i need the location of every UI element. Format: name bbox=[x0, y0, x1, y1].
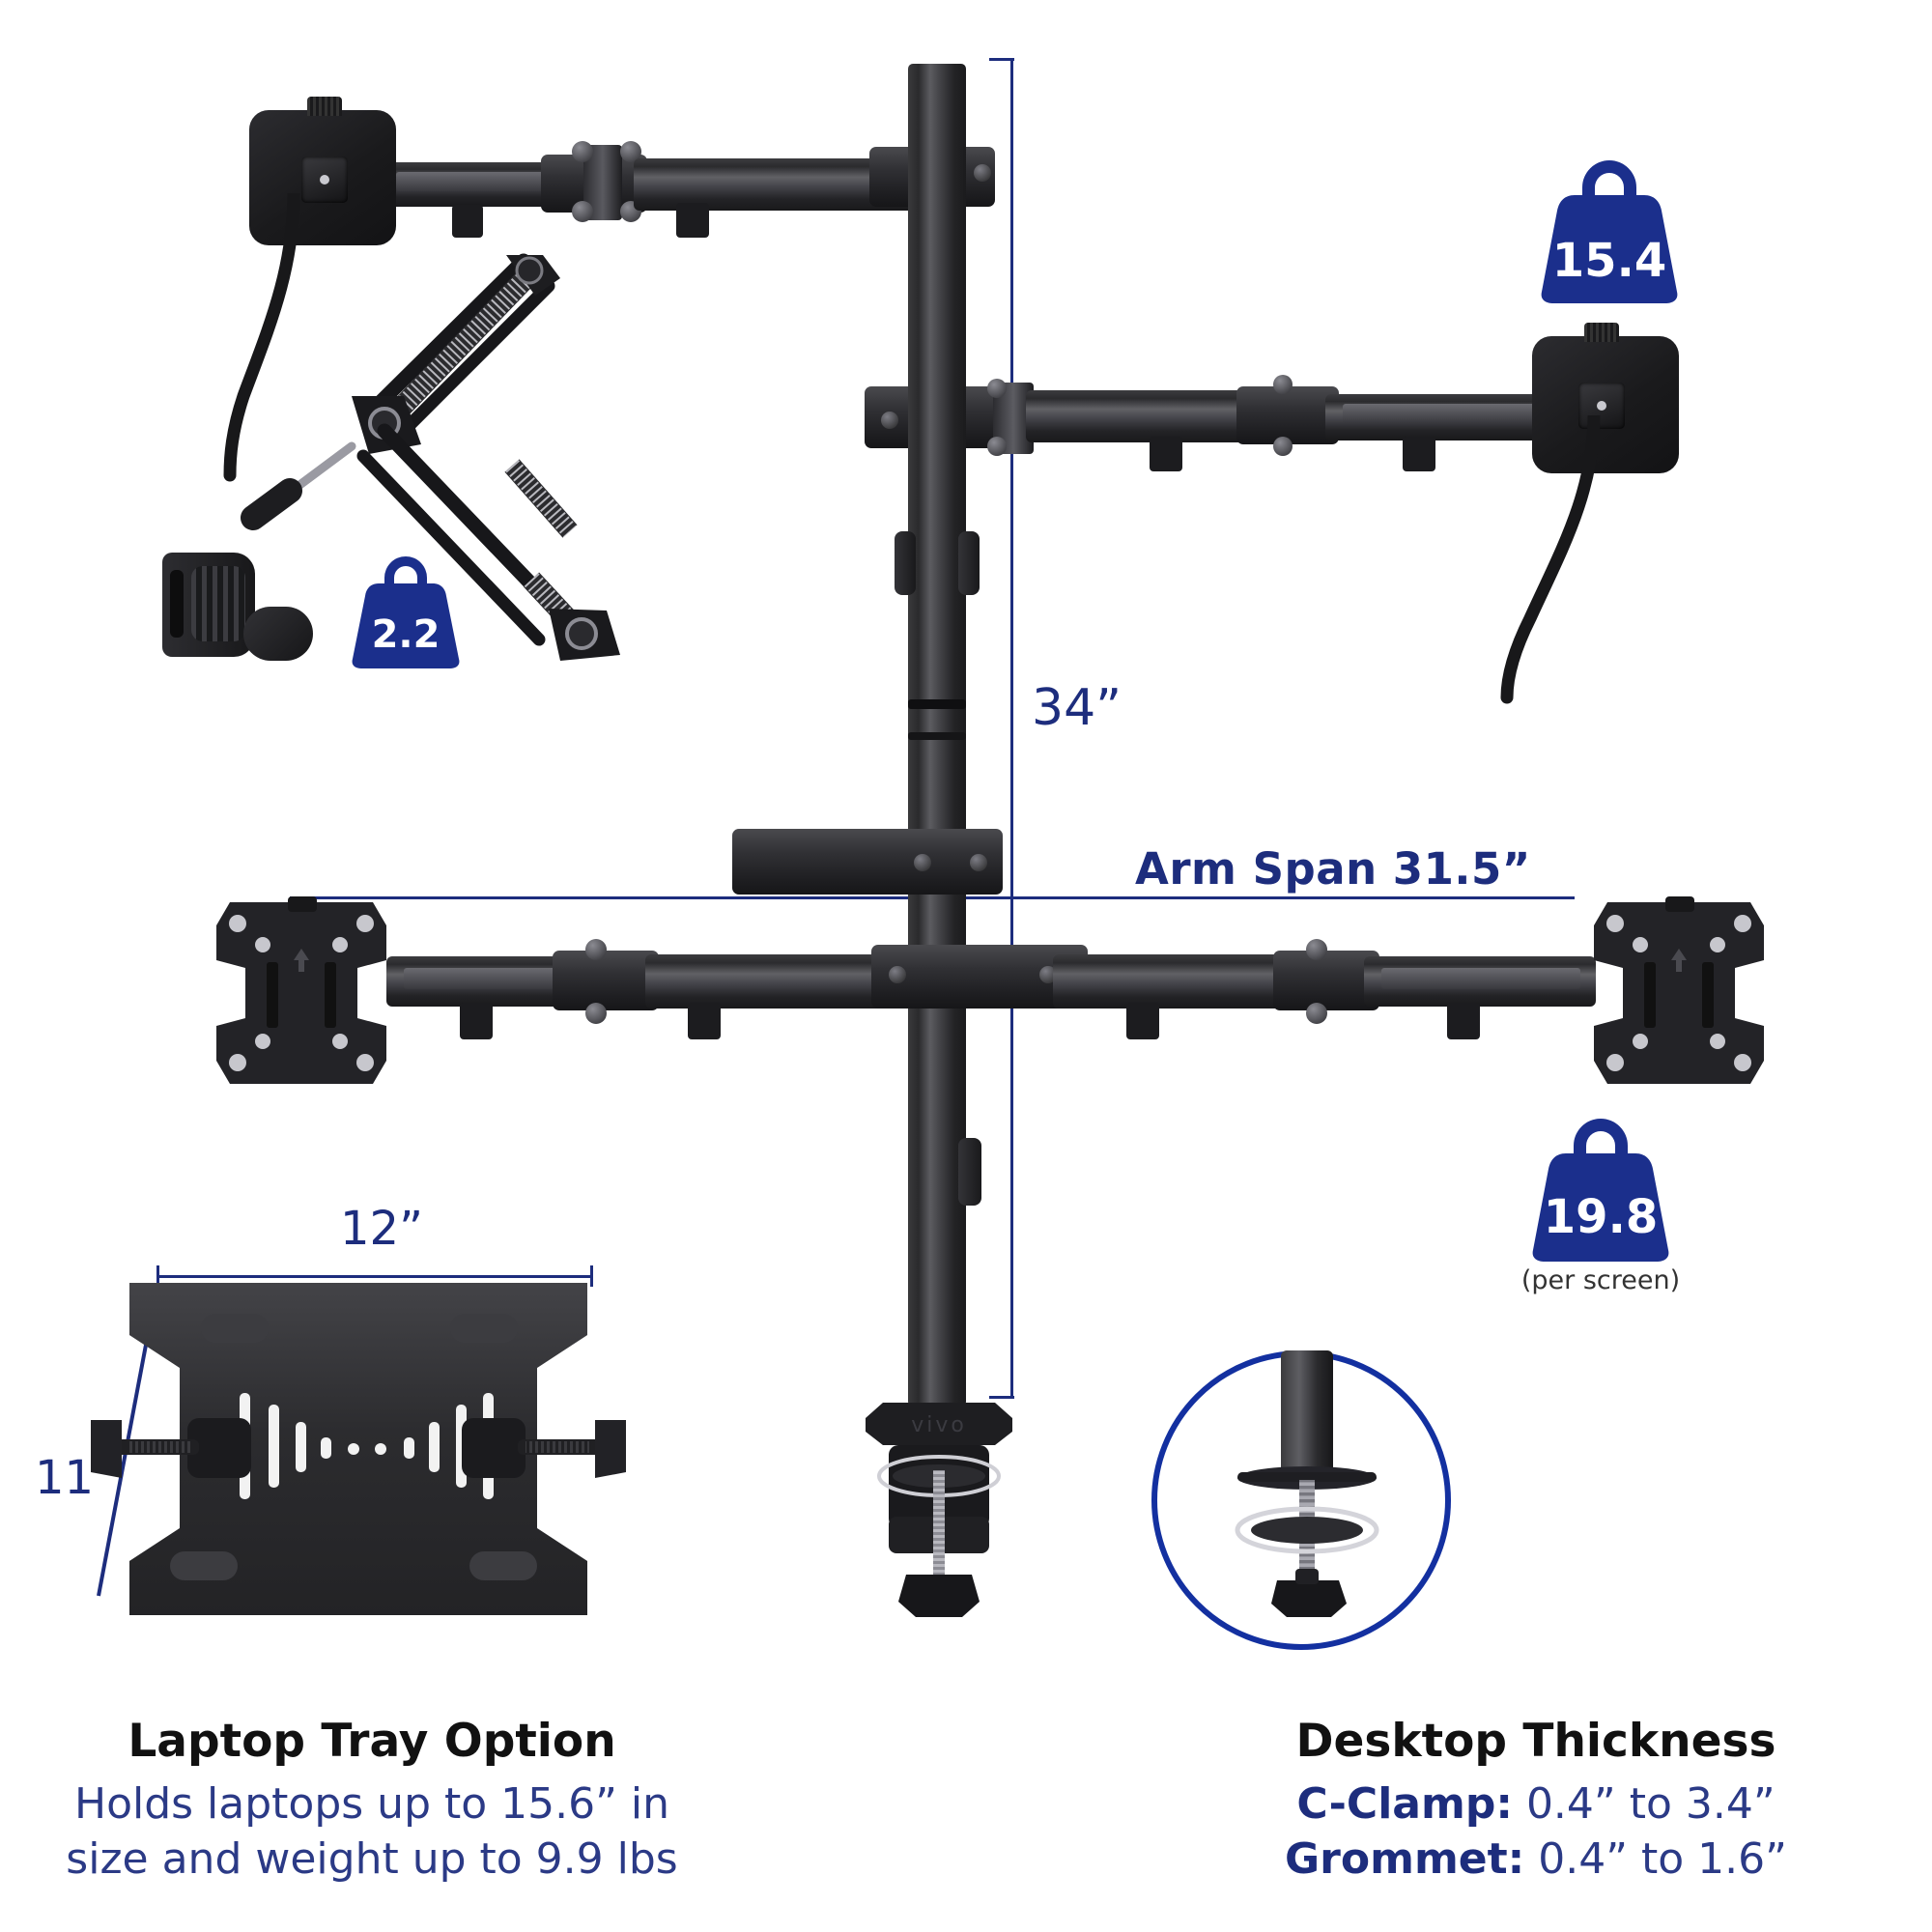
arm-segment-inner bbox=[1053, 954, 1294, 1009]
weight-badge-mic-arm: 2.2 bbox=[332, 547, 479, 670]
tray-width-tick-right bbox=[590, 1265, 593, 1287]
vesa-plate-right bbox=[1594, 896, 1764, 1084]
pole-cable-clip bbox=[958, 531, 980, 595]
grommet-mount-detail bbox=[1235, 1350, 1379, 1617]
desktop-thickness-row-grommet: Grommet: 0.4” to 1.6” bbox=[1169, 1834, 1903, 1884]
arm-joint-bolt bbox=[1306, 939, 1327, 960]
pole-seam bbox=[908, 699, 966, 709]
pole-collar-bolt bbox=[974, 164, 991, 182]
cclamp-value: 0.4” to 3.4” bbox=[1525, 1779, 1776, 1829]
weight-badge-lower-screens: 19.8 (per screen) bbox=[1499, 1109, 1702, 1295]
cable-clip bbox=[1150, 437, 1182, 471]
laptop-tray-caption-title: Laptop Tray Option bbox=[128, 1715, 616, 1768]
pole-seam bbox=[908, 732, 966, 740]
arm-segment-inner bbox=[634, 158, 914, 211]
mic-arm-pole-bracket bbox=[732, 829, 1003, 895]
stylus-rod-icon bbox=[223, 193, 300, 482]
laptop-tray bbox=[91, 1283, 626, 1615]
tray-width-label: 12” bbox=[340, 1202, 423, 1256]
arm-segment-inner bbox=[1026, 390, 1254, 442]
desktop-thickness-row-cclamp: C-Clamp: 0.4” to 3.4” bbox=[1169, 1779, 1903, 1829]
desktop-thickness-caption-title: Desktop Thickness bbox=[1295, 1715, 1776, 1768]
height-dimension-label: 34” bbox=[1032, 679, 1122, 737]
tray-width-dimension-line bbox=[156, 1275, 593, 1278]
desktop-thickness-caption: Desktop Thickness C-Clamp: 0.4” to 3.4” … bbox=[1169, 1715, 1903, 1884]
mic-bracket-bolt bbox=[914, 854, 931, 871]
mic-clip-slot bbox=[170, 570, 184, 638]
tray-width-tick-left bbox=[156, 1265, 159, 1287]
pole-collar-bolt bbox=[881, 412, 898, 429]
arm-joint-bolt bbox=[987, 437, 1007, 456]
weight-badge-value: 2.2 bbox=[371, 612, 440, 657]
arm-joint-bolt-bottom bbox=[572, 201, 593, 222]
tablet-mount-knob bbox=[307, 97, 342, 116]
laptop-tray-caption-line2: size and weight up to 9.9 lbs bbox=[66, 1834, 678, 1884]
laptop-tray-caption-line1: Holds laptops up to 15.6” in bbox=[73, 1779, 670, 1829]
height-dimension-tick-top bbox=[989, 58, 1014, 61]
microphone-boom-arm bbox=[241, 253, 620, 661]
arm-joint-bolt bbox=[1273, 437, 1293, 456]
vesa-plate-left bbox=[216, 896, 386, 1084]
stylus-rod-icon bbox=[1500, 415, 1601, 704]
grommet-value: 0.4” to 1.6” bbox=[1538, 1834, 1787, 1884]
arm-joint-bolt-top bbox=[572, 141, 593, 162]
arm-joint-bolt bbox=[1273, 375, 1293, 394]
pole-collar-bolt bbox=[1039, 966, 1057, 983]
arm-joint-mid bbox=[1236, 386, 1339, 444]
grommet-label: Grommet: bbox=[1285, 1834, 1525, 1884]
weight-badge-value: 19.8 bbox=[1543, 1190, 1659, 1244]
weight-badge-note: (per screen) bbox=[1520, 1265, 1681, 1295]
pole-cable-clip bbox=[895, 531, 916, 595]
weight-badge-value: 15.4 bbox=[1551, 234, 1667, 288]
tablet-mount-knob bbox=[1584, 323, 1619, 342]
mic-clip-ribs bbox=[191, 566, 245, 641]
pole-collar-bolt bbox=[889, 966, 906, 983]
arm-joint-bolt bbox=[987, 379, 1007, 398]
cable-clip bbox=[452, 205, 483, 238]
desk-clamp-base: vivo bbox=[866, 1403, 1012, 1617]
laptop-tray-caption: Laptop Tray Option Holds laptops up to 1… bbox=[29, 1715, 715, 1884]
height-dimension-line bbox=[1010, 58, 1013, 1399]
cable-clip bbox=[460, 1003, 493, 1039]
cable-clip bbox=[688, 1003, 721, 1039]
arm-joint-mid bbox=[1273, 951, 1379, 1010]
arm-joint-mid bbox=[553, 951, 659, 1010]
arm-joint-bolt bbox=[585, 1003, 607, 1024]
tablet-mount-screw bbox=[1597, 401, 1606, 411]
mic-clip-knuckle bbox=[243, 607, 313, 661]
svg-text:vivo: vivo bbox=[911, 1413, 967, 1437]
height-dimension-tick-bottom bbox=[989, 1396, 1014, 1399]
tablet-mount-screw bbox=[320, 175, 329, 185]
arm-segment-slide bbox=[1343, 404, 1542, 423]
cclamp-label: C-Clamp: bbox=[1296, 1779, 1513, 1829]
arm-joint-bolt-top2 bbox=[620, 141, 641, 162]
cable-clip bbox=[1447, 1003, 1480, 1039]
mic-bracket-bolt bbox=[970, 854, 987, 871]
cable-clip bbox=[1403, 437, 1435, 471]
pole-cable-clip bbox=[958, 1138, 981, 1206]
arm-segment-slide bbox=[1381, 968, 1580, 989]
cable-clip bbox=[1126, 1003, 1159, 1039]
cable-clip bbox=[676, 203, 709, 238]
arm-span-dimension-label: Arm Span 31.5” bbox=[1135, 843, 1531, 895]
arm-joint-bolt bbox=[1306, 1003, 1327, 1024]
arm-segment-slide bbox=[404, 968, 601, 989]
arm-joint-bolt bbox=[585, 939, 607, 960]
weight-badge-top-screen: 15.4 bbox=[1513, 147, 1706, 307]
